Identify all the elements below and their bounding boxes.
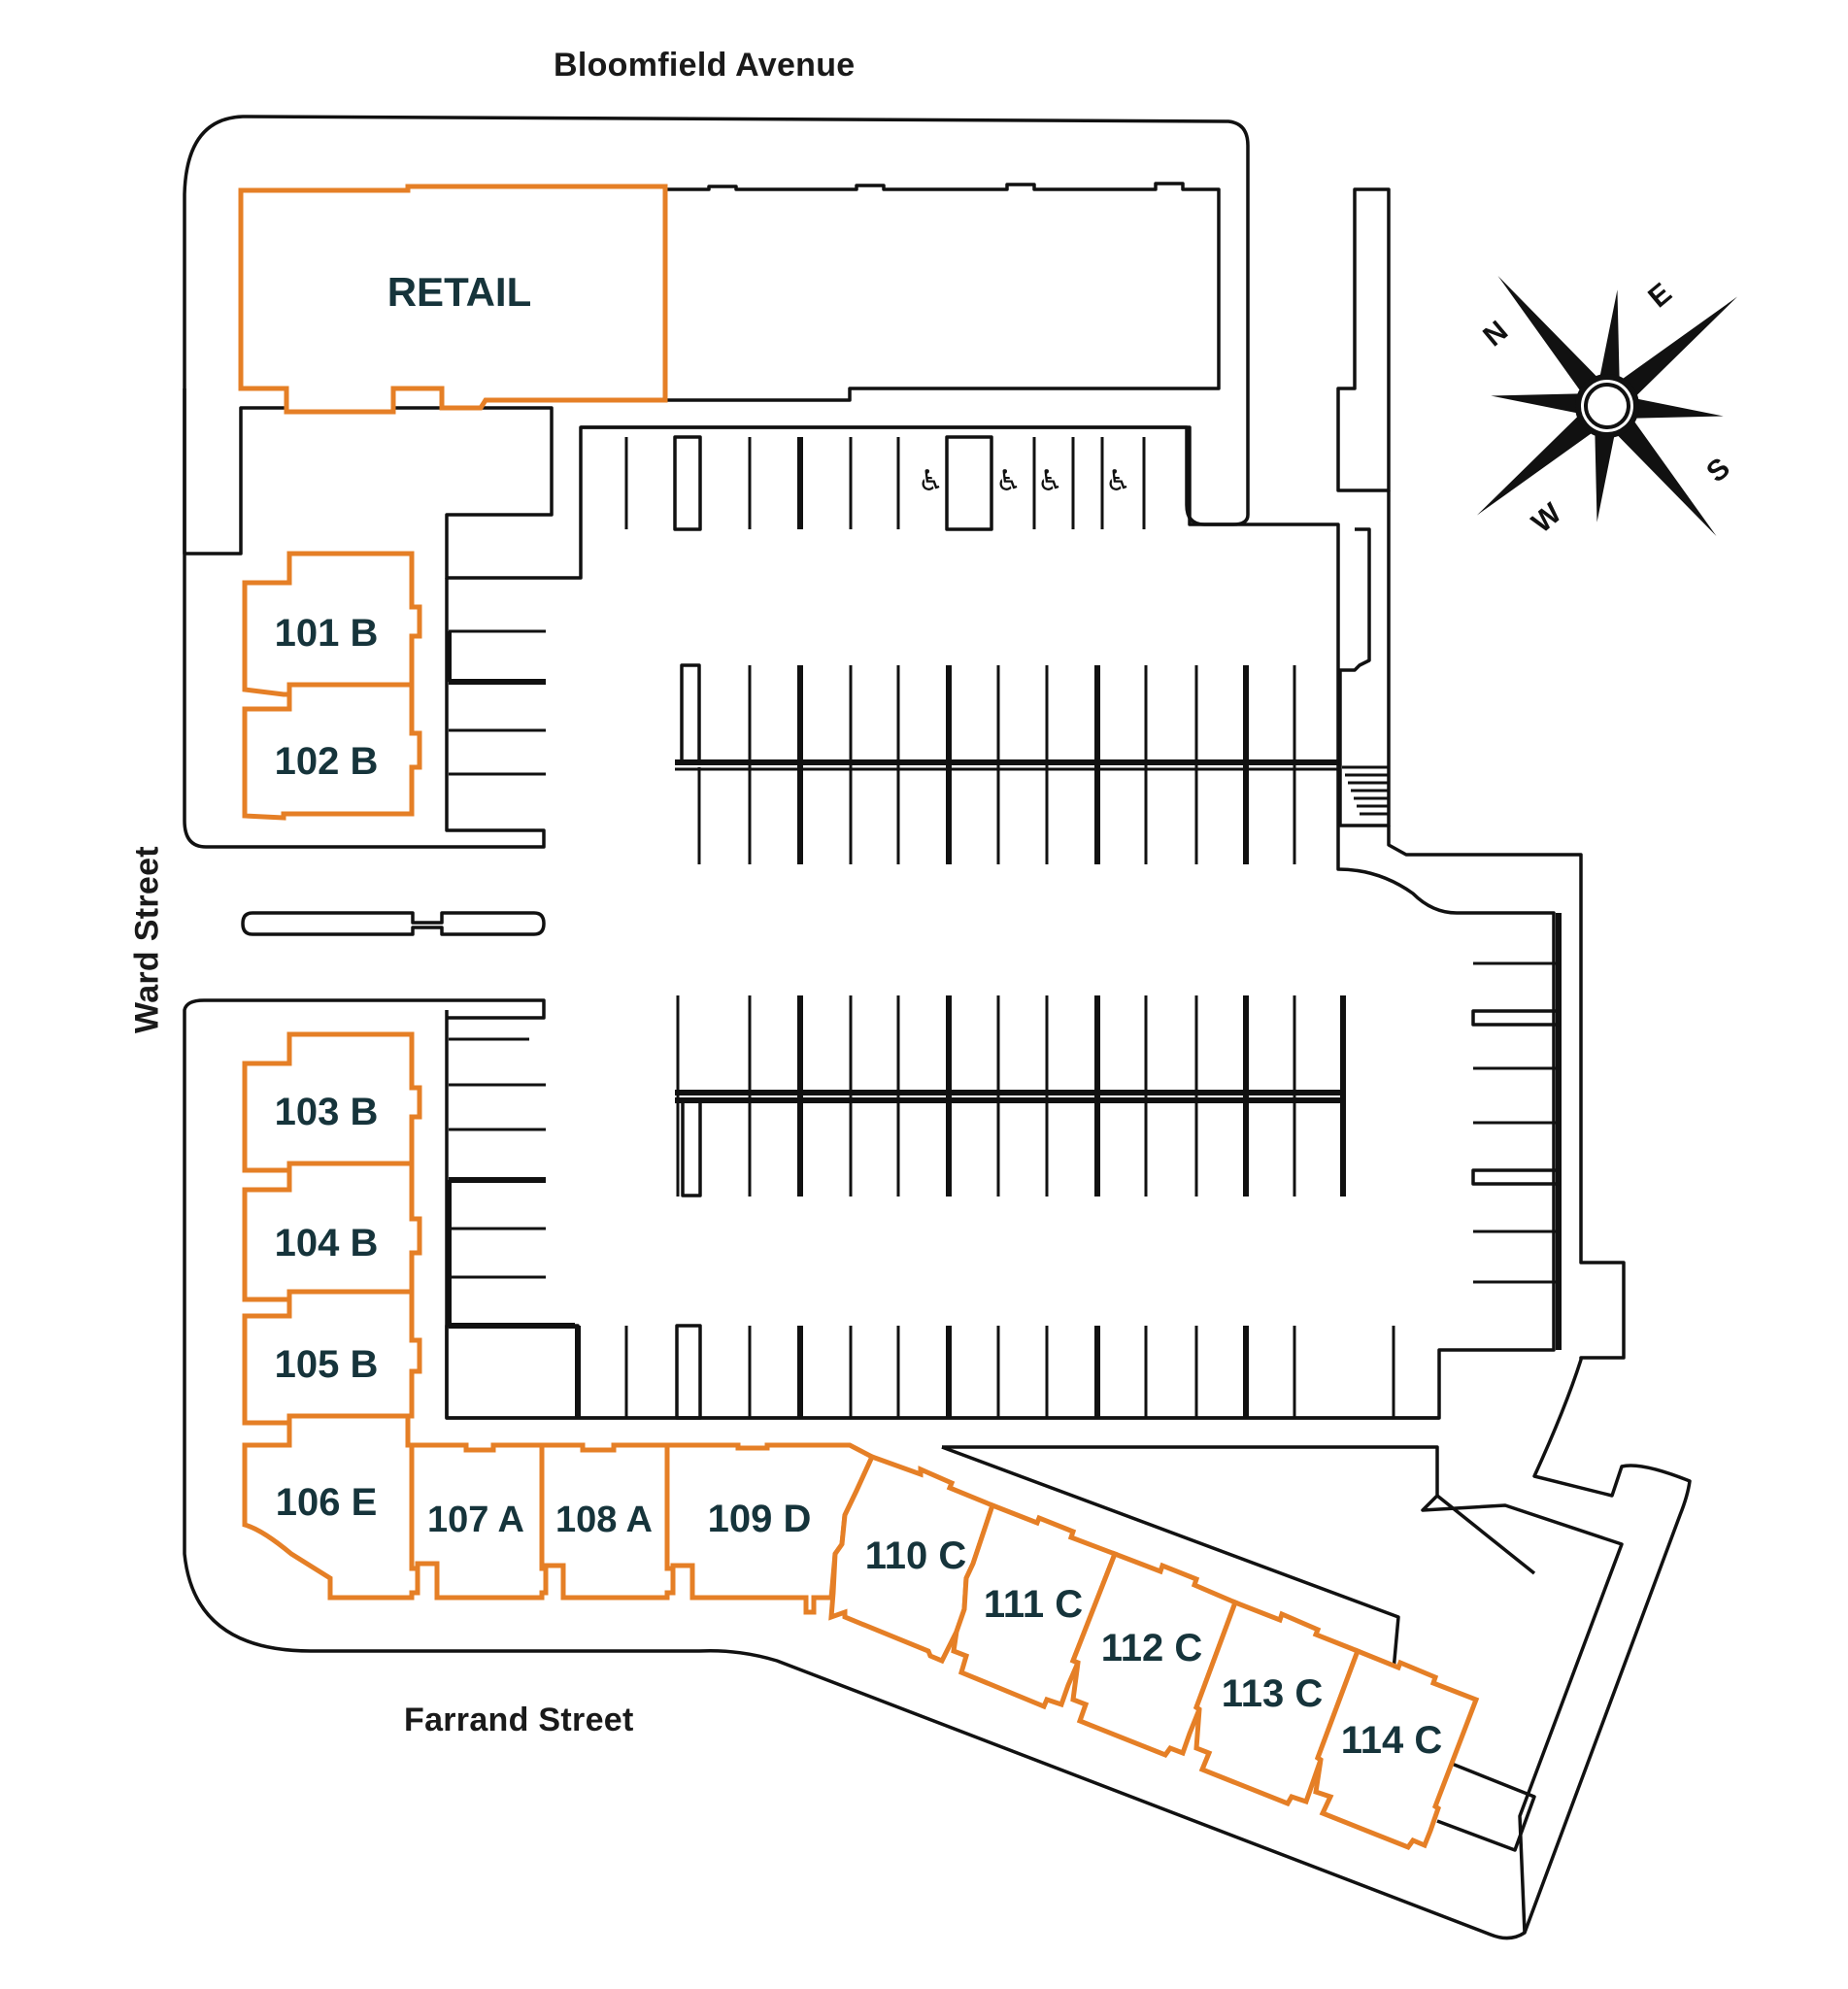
unit-108-outline xyxy=(539,1442,676,1601)
unit-label-110: 110 C xyxy=(865,1534,967,1577)
retail-unit-outline xyxy=(238,184,668,415)
compass-label-w: W xyxy=(1526,496,1567,539)
compass-label-s: S xyxy=(1700,452,1736,489)
unit-102-outline xyxy=(242,682,422,821)
accessible-parking-icon: ♿ xyxy=(1105,464,1131,498)
unit-label-105: 105 B xyxy=(275,1343,379,1386)
accessible-parking-icon: ♿ xyxy=(1037,464,1063,498)
south-access xyxy=(942,1445,1624,1934)
unit-label-106: 106 E xyxy=(276,1481,378,1524)
south-bottom-drive xyxy=(1436,1756,1536,1852)
stalls-bottom-row xyxy=(624,1324,1395,1420)
unit-label-101: 101 B xyxy=(275,612,379,655)
stairs-icon xyxy=(1342,765,1389,816)
south-drive xyxy=(941,1445,1400,1671)
east-strip xyxy=(1336,187,1391,492)
parking-lot-edge-west xyxy=(445,1010,1439,1420)
unit-label-108: 108 A xyxy=(555,1500,653,1540)
compass-label-n: N xyxy=(1477,315,1514,353)
north-lot-outline-west xyxy=(183,388,546,849)
stalls-east xyxy=(1471,913,1562,1350)
unit-label-111: 111 C xyxy=(984,1583,1083,1626)
svg-text:♿: ♿ xyxy=(1105,464,1131,498)
unit-107-outline xyxy=(408,1442,549,1601)
unit-label-109: 109 D xyxy=(708,1498,812,1540)
stalls-top-row xyxy=(624,435,1146,531)
unit-112-outline xyxy=(1069,1550,1239,1759)
unit-label-retail: RETAIL xyxy=(387,269,532,315)
street-label-north: Bloomfield Avenue xyxy=(554,47,856,84)
unit-label-104: 104 B xyxy=(275,1222,379,1264)
accessible-parking-icon: ♿ xyxy=(995,464,1022,498)
east-strip-2 xyxy=(1338,490,1391,827)
compass-label-e: E xyxy=(1642,277,1678,314)
stalls-island-north xyxy=(675,663,1338,864)
south-edge-2 xyxy=(1435,1494,1536,1575)
street-label-south: Farrand Street xyxy=(404,1702,634,1738)
svg-text:♿: ♿ xyxy=(918,464,944,498)
unit-label-114: 114 C xyxy=(1341,1719,1443,1762)
unit-label-107: 107 A xyxy=(427,1500,524,1540)
median xyxy=(241,911,546,936)
street-label-west: Ward Street xyxy=(128,846,166,1033)
unit-110-outline xyxy=(828,1453,996,1665)
svg-text:♿: ♿ xyxy=(995,464,1022,498)
svg-text:♿: ♿ xyxy=(1037,464,1063,498)
east-boundary xyxy=(183,826,1692,1940)
accessible-parking-icon: ♿ xyxy=(918,464,944,498)
stalls-west-south xyxy=(446,1037,581,1418)
unit-label-103: 103 B xyxy=(275,1091,379,1133)
unit-label-113: 113 C xyxy=(1222,1672,1324,1715)
stalls-island-south xyxy=(675,995,1346,1197)
unit-label-102: 102 B xyxy=(275,740,379,783)
north-building xyxy=(663,182,1221,402)
unit-105-outline xyxy=(242,1289,422,1426)
stalls-west-north xyxy=(446,629,546,776)
compass-rose-icon xyxy=(1476,275,1738,537)
unit-114-outline xyxy=(1313,1647,1480,1851)
unit-label-112: 112 C xyxy=(1101,1627,1203,1669)
